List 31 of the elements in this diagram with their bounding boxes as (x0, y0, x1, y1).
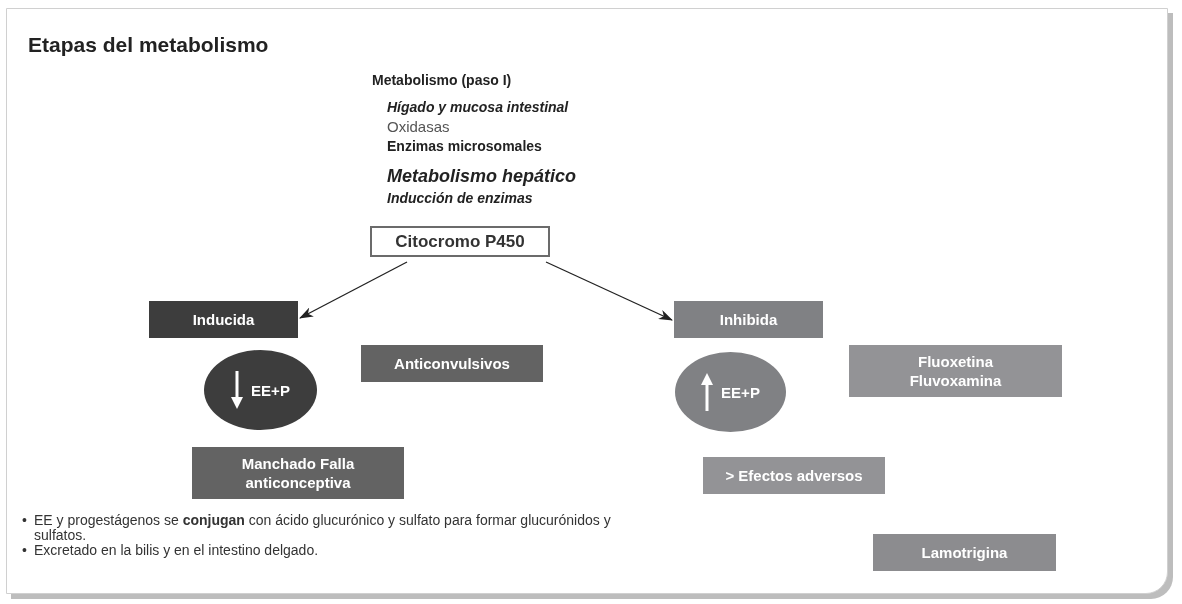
text-label: Hígado y mucosa intestinal (387, 99, 569, 115)
process-box (674, 301, 823, 338)
text-label: Enzimas microsomales (387, 138, 542, 154)
process-box (703, 457, 885, 494)
note-text: EE y progestágenos se conjugan con ácido glucurónico y sulfato para formar glucurónidos y sulfatos. (34, 513, 612, 543)
node-label: Citocromo P450 (395, 232, 525, 251)
text-label: Oxidasas (387, 118, 450, 135)
process-box (361, 345, 543, 382)
process-box (873, 534, 1056, 571)
node-label: Inhibida (719, 310, 778, 329)
node-label: Fluoxetina Fluvoxamina (908, 352, 1003, 390)
arrow (299, 261, 408, 319)
node-label: EE+P (721, 382, 760, 402)
bullet-mark: • (22, 543, 27, 558)
node-label: > Efectos adversos (725, 466, 863, 485)
node-label: Inducida (192, 310, 255, 329)
text-label: Metabolismo hepático (387, 166, 577, 187)
diagram-title: Etapas del metabolismo (28, 33, 269, 57)
process-box (149, 301, 298, 338)
process-box (370, 226, 550, 257)
process-box (849, 345, 1062, 397)
arrow (545, 261, 673, 321)
note-text: Excretado en la bilis y en el intestino delgado. (34, 543, 320, 558)
process-box (192, 447, 404, 499)
text-label: Metabolismo (paso I) (372, 72, 512, 88)
node-label: Anticonvulsivos (394, 354, 510, 373)
node-label: Manchado Falla anticonceptiva (240, 454, 356, 492)
node-label: EE+P (251, 380, 290, 400)
node-label: Lamotrigina (921, 543, 1008, 562)
bullet-mark: • (22, 513, 27, 528)
text-label: Inducción de enzimas (387, 190, 533, 206)
